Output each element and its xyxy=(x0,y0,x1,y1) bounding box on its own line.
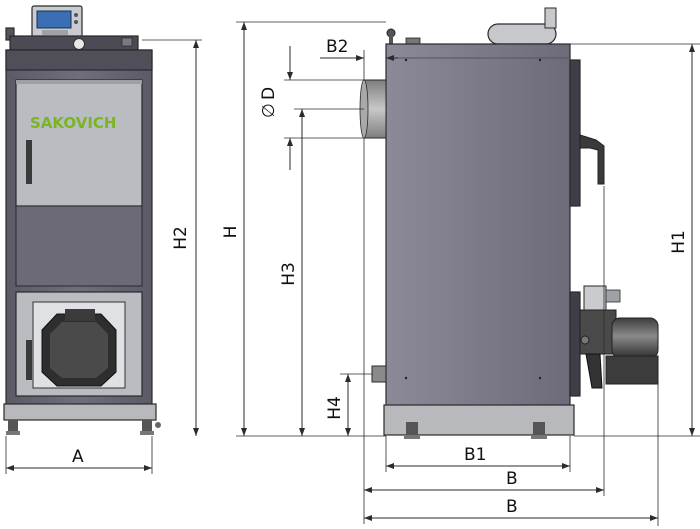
lower-door-handle xyxy=(26,340,32,380)
dim-label-h2: H2 xyxy=(171,226,191,250)
dim-label-h4: H4 xyxy=(325,396,345,420)
dim-label-b1: B1 xyxy=(464,445,486,465)
side-view xyxy=(359,7,659,439)
front-base xyxy=(3,403,157,421)
thermometer-gauge xyxy=(73,38,85,50)
dim-label-a: A xyxy=(72,447,84,467)
dim-label-h: H xyxy=(221,226,241,239)
side-body xyxy=(385,43,571,407)
front-view: SAKOVICH xyxy=(3,5,161,435)
pellet-burner xyxy=(579,285,659,389)
dimension-lines: A H2 H ∅ D B2 H3 xyxy=(5,21,700,526)
dim-label-b-total: B xyxy=(506,497,518,517)
upper-door xyxy=(15,79,143,207)
return-connection xyxy=(371,365,387,383)
dim-label-h3: H3 xyxy=(279,262,299,286)
svg-text:SAKOVICH: SAKOVICH xyxy=(30,114,116,132)
dim-label-b2: B2 xyxy=(326,37,348,57)
controller-screen xyxy=(36,10,72,29)
dim-symbol-diameter: ∅ xyxy=(259,103,279,118)
dim-label-h1: H1 xyxy=(669,230,689,254)
brand-logo: SAKOVICH xyxy=(30,114,116,132)
controller-panel xyxy=(31,5,83,39)
dim-label-d: D xyxy=(259,87,279,100)
side-door-handle xyxy=(579,134,605,185)
upper-door-handle xyxy=(26,140,32,184)
dim-label-b: B xyxy=(506,469,518,489)
